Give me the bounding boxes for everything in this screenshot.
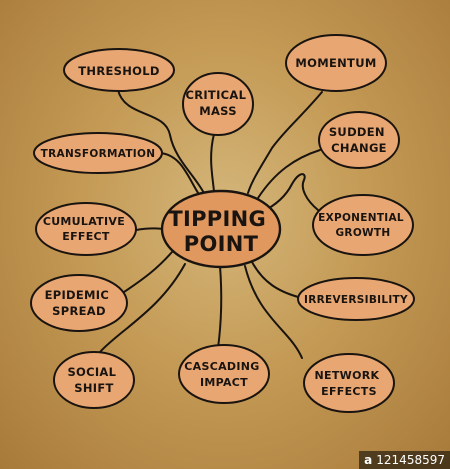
node-cumulative-effect-line-2: EFFECT (62, 230, 110, 243)
connector-sudden-change (257, 149, 321, 199)
connector-epidemic (123, 251, 173, 293)
svg-text:THRESHOLD: THRESHOLD (78, 64, 159, 78)
connectors (99, 89, 323, 359)
connector-threshold (117, 89, 206, 196)
central-node-line-2: POINT (184, 232, 259, 256)
node-critical-mass-line-1: CRITICAL (185, 88, 246, 102)
node-cascading-impact-line-2: IMPACT (200, 376, 248, 389)
node-epidemic-spread: EPIDEMIC SPREAD (30, 274, 128, 332)
node-critical-mass-line-2: MASS (199, 104, 237, 118)
svg-text:SUDDEN CHANGE: SUDDEN CHANGE (329, 125, 389, 155)
node-epidemic-spread-line-1: EPIDEMIC (45, 288, 110, 302)
svg-text:MOMENTUM: MOMENTUM (295, 56, 376, 70)
node-social-shift-line-2: SHIFT (74, 381, 113, 395)
node-irreversibility: IRREVERSIBILITY (297, 277, 415, 321)
svg-text:EXPONENTIAL GROWTH: EXPONENTIAL GROWTH (318, 212, 408, 239)
central-node-line-1: TIPPING (168, 207, 266, 231)
svg-text:TRANSFORMATION: TRANSFORMATION (41, 148, 156, 160)
node-network-effects: NETWORK EFFECTS (303, 353, 395, 413)
node-irreversibility-line-1: IRREVERSIBILITY (304, 294, 408, 306)
node-epidemic-spread-line-2: SPREAD (52, 304, 106, 318)
node-transformation: TRANSFORMATION (33, 132, 163, 174)
svg-text:NETWORK EFFECTS: NETWORK EFFECTS (315, 369, 384, 398)
svg-text:IRREVERSIBILITY: IRREVERSIBILITY (304, 294, 408, 306)
node-threshold-line-1: THRESHOLD (78, 64, 159, 78)
connector-cascading (217, 265, 223, 349)
node-exponential-growth-line-1: EXPONENTIAL (318, 212, 404, 224)
node-network-effects-line-2: EFFECTS (321, 385, 377, 398)
connector-exponential (261, 173, 319, 213)
node-social-shift-line-1: SOCIAL (67, 365, 116, 379)
svg-text:SOCIAL SHIFT: SOCIAL SHIFT (67, 365, 120, 395)
node-social-shift: SOCIAL SHIFT (53, 351, 135, 409)
connector-transformation (159, 152, 201, 197)
node-critical-mass: CRITICAL MASS (182, 72, 254, 136)
node-network-effects-line-1: NETWORK (315, 369, 380, 382)
node-sudden-change-line-2: CHANGE (331, 141, 387, 155)
node-momentum-line-1: MOMENTUM (295, 56, 376, 70)
node-cascading-impact-line-1: CASCADING (184, 360, 259, 373)
connector-momentum (247, 91, 323, 194)
svg-text:CRITICAL MASS: CRITICAL MASS (185, 88, 250, 118)
node-cumulative-effect-line-1: CUMULATIVE (43, 215, 125, 228)
node-sudden-change-line-1: SUDDEN (329, 125, 385, 139)
stock-image-id: 121458597 (376, 453, 445, 467)
node-cascading-impact: CASCADING IMPACT (178, 344, 270, 404)
node-transformation-line-1: TRANSFORMATION (41, 148, 156, 160)
connector-critical-mass (210, 133, 215, 193)
stock-brand-mark: a (364, 453, 373, 467)
central-node: TIPPING POINT (160, 189, 282, 269)
node-momentum: MOMENTUM (285, 34, 387, 92)
node-exponential-growth: EXPONENTIAL GROWTH (312, 194, 414, 256)
node-threshold: THRESHOLD (63, 48, 175, 92)
connector-social-shift (99, 263, 186, 353)
svg-text:CUMULATIVE EFFECT: CUMULATIVE EFFECT (43, 215, 129, 243)
node-exponential-growth-line-2: GROWTH (336, 227, 391, 239)
node-cumulative-effect: CUMULATIVE EFFECT (35, 202, 137, 256)
connector-irreversibility (251, 261, 303, 299)
svg-text:TIPPING POINT: TIPPING POINT (168, 207, 273, 256)
svg-text:EPIDEMIC SPREAD: EPIDEMIC SPREAD (45, 288, 114, 318)
node-sudden-change: SUDDEN CHANGE (318, 111, 400, 169)
connector-network (244, 265, 303, 359)
svg-text:CASCADING IMPACT: CASCADING IMPACT (184, 360, 263, 389)
